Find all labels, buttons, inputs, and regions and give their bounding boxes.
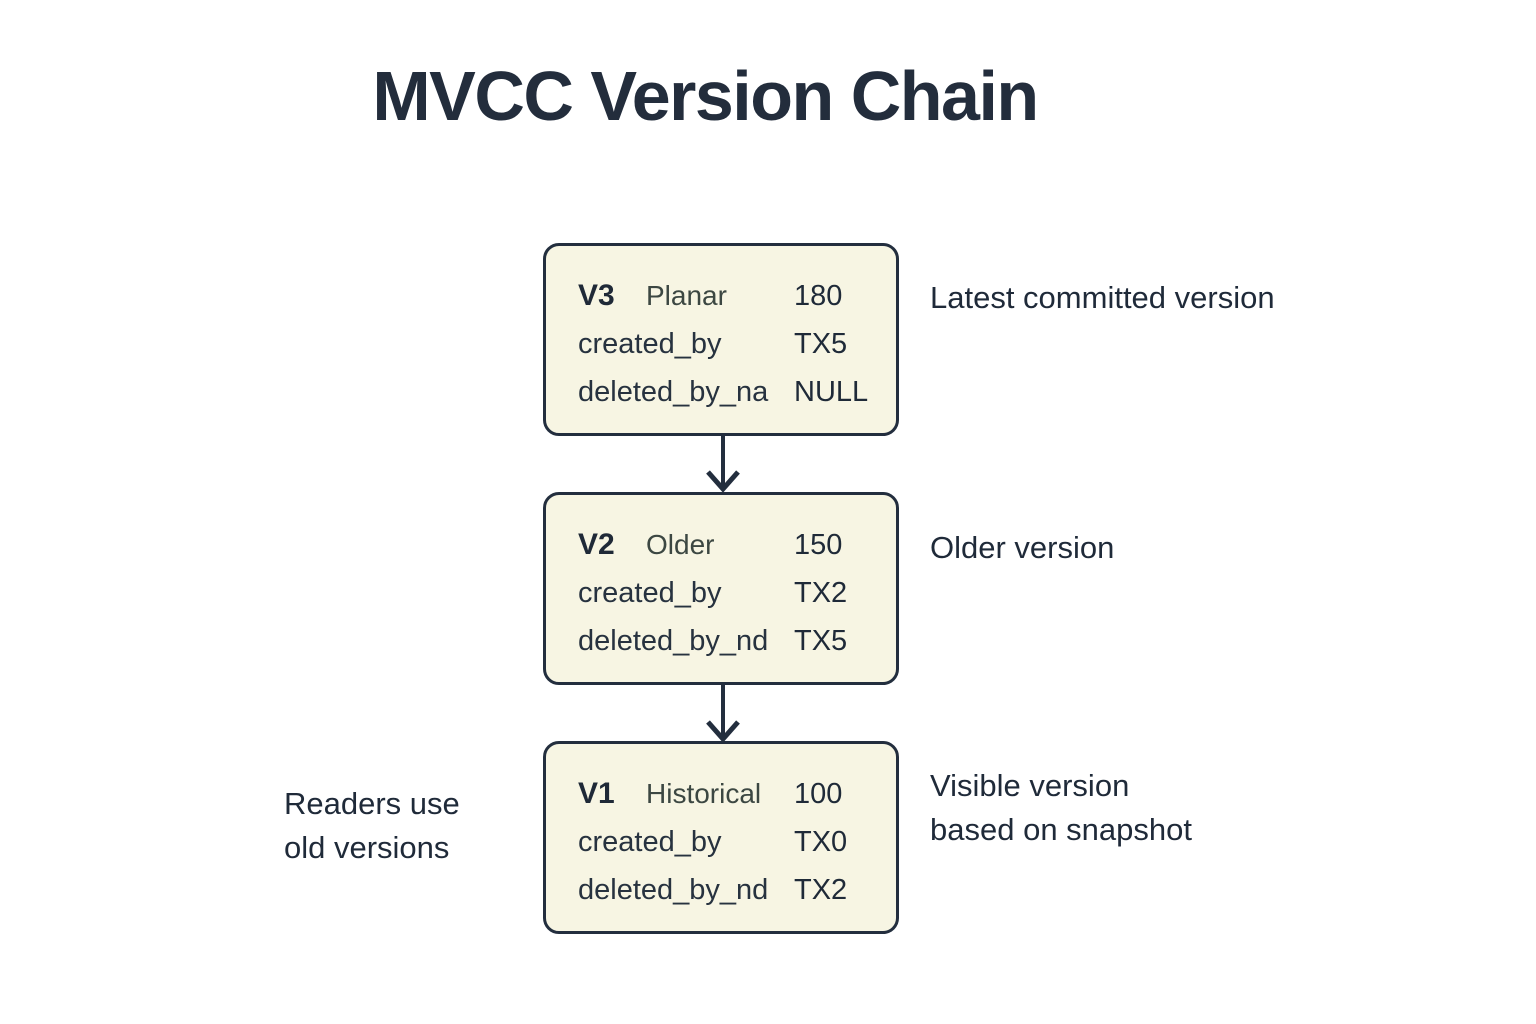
version-header-row: V1 Historical 100 <box>578 770 874 818</box>
note-line: old versions <box>284 830 450 865</box>
version-header-row: V2 Older 150 <box>578 521 874 569</box>
note-line: Readers use <box>284 786 460 821</box>
field-key: deleted_by_na <box>578 375 769 408</box>
version-value: 180 <box>794 279 843 312</box>
readers-note: Readers use old versions <box>284 782 460 870</box>
field-value: NULL <box>794 375 869 408</box>
page-title: MVCC Version Chain <box>372 57 1039 135</box>
field-key: deleted_by_nd <box>578 624 769 657</box>
version-value: 100 <box>794 777 843 810</box>
version-tag: V1 <box>578 777 615 810</box>
version-box-v3: V3 Planar 180 created_by TX5 deleted_by_… <box>543 243 899 436</box>
annotation-line: Older version <box>930 530 1115 565</box>
version-box-v1: V1 Historical 100 created_by TX0 deleted… <box>543 741 899 934</box>
annotation-line: Visible version <box>930 768 1130 803</box>
field-row: created_by TX2 <box>578 569 874 617</box>
field-value: TX5 <box>794 327 848 360</box>
annotation-line: based on snapshot <box>930 812 1192 847</box>
field-value: TX0 <box>794 825 848 858</box>
annotation-older: Older version <box>930 526 1114 570</box>
annotation-line: Latest committed version <box>930 280 1275 315</box>
field-row: deleted_by_na NULL <box>578 368 874 416</box>
field-value: TX2 <box>794 576 848 609</box>
field-value: TX5 <box>794 624 848 657</box>
field-row: created_by TX0 <box>578 818 874 866</box>
version-type-label: Planar <box>646 280 727 311</box>
version-tag: V2 <box>578 528 615 561</box>
arrow-down-icon <box>706 684 740 743</box>
field-row: deleted_by_nd TX2 <box>578 866 874 914</box>
field-value: TX2 <box>794 873 848 906</box>
field-key: deleted_by_nd <box>578 873 769 906</box>
version-value: 150 <box>794 528 843 561</box>
annotation-visible: Visible version based on snapshot <box>930 764 1192 852</box>
version-box-v2: V2 Older 150 created_by TX2 deleted_by_n… <box>543 492 899 685</box>
field-key: created_by <box>578 576 722 609</box>
annotation-latest: Latest committed version <box>930 276 1275 320</box>
field-row: deleted_by_nd TX5 <box>578 617 874 665</box>
version-type-label: Historical <box>646 778 762 809</box>
version-tag: V3 <box>578 279 615 312</box>
arrow-down-icon <box>706 434 740 493</box>
field-key: created_by <box>578 825 722 858</box>
version-type-label: Older <box>646 529 715 560</box>
field-row: created_by TX5 <box>578 320 874 368</box>
field-key: created_by <box>578 327 722 360</box>
version-header-row: V3 Planar 180 <box>578 272 874 320</box>
